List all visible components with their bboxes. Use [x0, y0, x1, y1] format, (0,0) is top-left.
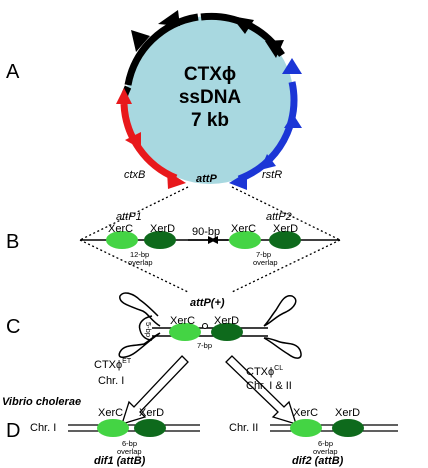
xerd-site-folded — [211, 323, 243, 341]
xerd-label-d1: XerD — [139, 407, 164, 419]
gene-ctxb-label: ctxB — [124, 169, 145, 181]
ctx-arc — [120, 103, 178, 182]
zoom-lines — [79, 186, 341, 293]
xerd-label-c: XerD — [214, 315, 239, 327]
xerc-site-dif2 — [290, 419, 322, 437]
xerc-label-b2: XerC — [231, 223, 256, 235]
ctx-arrowhead-2 — [125, 132, 141, 149]
chr2-label: Chr. II — [229, 422, 258, 434]
xerd-site-dif1 — [134, 419, 166, 437]
core-arrowhead-3 — [231, 16, 254, 34]
spacer-label: 90-bp — [192, 226, 220, 238]
genome-fill — [126, 16, 294, 184]
overlap-d1-line1: 6-bp — [122, 439, 137, 448]
panel-label-c: C — [6, 316, 20, 338]
panel-label-d: D — [6, 420, 20, 442]
core-arc-left — [124, 13, 199, 86]
xerd-site-dif2 — [332, 419, 364, 437]
core-arrowhead-4 — [265, 40, 284, 58]
rst-arrowhead-2 — [284, 114, 302, 128]
hollow-arrow-right — [225, 355, 297, 425]
rst-arc — [237, 81, 298, 183]
overlap-b2-line2: overlap — [253, 258, 278, 267]
attp1-label: attP1 — [116, 211, 142, 223]
attp-plus-title: attP(+) — [190, 297, 225, 309]
genome-name: CTXϕ — [184, 64, 236, 85]
genome-size: 7 kb — [191, 110, 229, 131]
overlap-b1-line1: 12-bp — [130, 250, 149, 259]
rst-arrowhead-4 — [229, 172, 247, 190]
overlap-d2-line1: 6-bp — [318, 439, 333, 448]
xerd-label-d2: XerD — [335, 407, 360, 419]
overlap-d2-line2: overlap — [313, 447, 338, 456]
hairpin-label: 5-bp — [144, 322, 153, 337]
panel-label-a: A — [6, 61, 20, 83]
xerd-label-b2: XerD — [273, 223, 298, 235]
xerc-label-c: XerC — [170, 315, 195, 327]
ctx-arrowhead-1 — [116, 88, 132, 104]
xerc-site-dif1 — [97, 419, 129, 437]
ctx-genome-circle: CTXϕ ssDNA 7 kb — [116, 10, 302, 190]
attp2-label: attP2 — [266, 211, 292, 223]
xerd-site-attp2 — [269, 231, 301, 249]
overlap-b1-line2: overlap — [128, 258, 153, 267]
integration-arrows — [121, 355, 297, 425]
xerc-label-b1: XerC — [108, 223, 133, 235]
genome-type: ssDNA — [179, 87, 242, 108]
dif2-label: dif2 (attB) — [292, 455, 344, 467]
xerd-site-attp1 — [144, 231, 176, 249]
chr1-and-2-path-label: Chr. I & II — [246, 380, 292, 392]
xerc-site-folded — [169, 323, 201, 341]
xerd-label-b1: XerD — [150, 223, 175, 235]
organism-label: Vibrio cholerae — [2, 396, 81, 408]
overlap-b2-line1: 7-bp — [256, 250, 271, 259]
rst-arrowhead-1 — [282, 58, 302, 74]
gene-rstr-label: rstR — [262, 169, 282, 181]
panel-label-b: B — [6, 231, 19, 253]
overlap-label-c: 7-bp — [197, 341, 212, 350]
xerc-label-d2: XerC — [293, 407, 318, 419]
attp-linear-map — [80, 231, 340, 249]
core-arrowhead-1 — [158, 10, 180, 26]
rst-arrowhead-3 — [260, 154, 276, 170]
phage-cl-label: CTXϕCL — [246, 365, 283, 378]
xerc-site-attp2 — [229, 231, 261, 249]
phage-et-label: CTXϕET — [94, 358, 132, 371]
chr1-label: Chr. I — [30, 422, 56, 434]
hollow-arrow-left — [121, 355, 189, 425]
chr1-path-label: Chr. I — [98, 375, 124, 387]
xerc-label-d1: XerC — [98, 407, 123, 419]
core-arrowhead-2 — [131, 30, 150, 52]
overlap-d1-line2: overlap — [117, 447, 142, 456]
xerc-site-attp1 — [106, 231, 138, 249]
dif1-label: dif1 (attB) — [94, 455, 146, 467]
folded-attp-structure — [118, 292, 302, 359]
ctx-arrowhead-3 — [167, 171, 186, 189]
attp-label: attP — [196, 173, 217, 185]
